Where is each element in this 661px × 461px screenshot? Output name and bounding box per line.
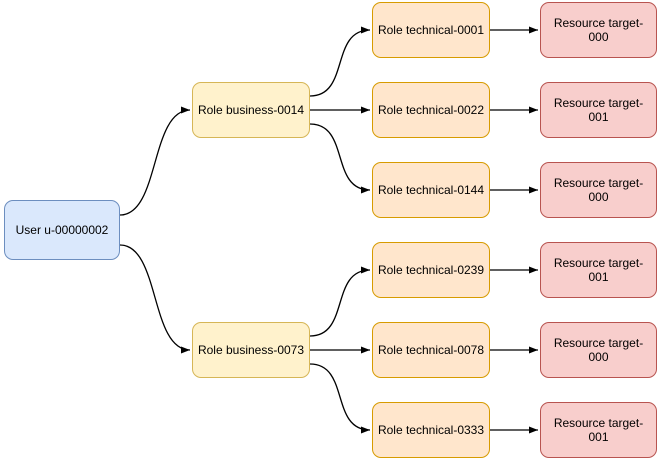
node-r4: Resource target-001 [540, 242, 657, 298]
node-label: Role technical-0239 [377, 262, 485, 277]
node-label: Role technical-0001 [377, 22, 485, 37]
edge-b0073-to-t0333 [309, 363, 371, 434]
node-r5: Resource target-000 [540, 322, 657, 378]
node-t0001: Role technical-0001 [372, 2, 490, 58]
node-label: Role business-0073 [197, 342, 305, 357]
node-t0333: Role technical-0333 [372, 402, 490, 458]
edge-b0014-to-t0001 [309, 26, 371, 97]
node-t0078: Role technical-0078 [372, 322, 490, 378]
node-label: Resource target-000 [553, 175, 644, 204]
node-label: Role technical-0022 [377, 102, 485, 117]
node-t0239: Role technical-0239 [372, 242, 490, 298]
node-label: User u-00000002 [15, 222, 109, 237]
node-label: Role technical-0333 [377, 422, 485, 437]
node-user: User u-00000002 [4, 200, 120, 260]
node-label: Role technical-0078 [377, 342, 485, 357]
node-r1: Resource target-000 [540, 2, 657, 58]
node-label: Resource target-000 [553, 335, 644, 364]
node-r2: Resource target-001 [540, 82, 657, 138]
node-label: Resource target-001 [553, 95, 644, 124]
node-r6: Resource target-001 [540, 402, 657, 458]
node-label: Resource target-001 [553, 415, 644, 444]
edge-b0073-to-t0239 [309, 266, 371, 337]
edge-b0014-to-t0144 [309, 123, 371, 194]
node-b0014: Role business-0014 [192, 82, 310, 138]
node-label: Role technical-0144 [377, 182, 485, 197]
node-label: Role business-0014 [197, 102, 305, 117]
node-r3: Resource target-000 [540, 162, 657, 218]
node-b0073: Role business-0073 [192, 322, 310, 378]
edge-user-to-b0073 [119, 244, 191, 354]
node-label: Resource target-000 [553, 15, 644, 44]
edge-user-to-b0014 [119, 106, 191, 216]
node-t0022: Role technical-0022 [372, 82, 490, 138]
node-t0144: Role technical-0144 [372, 162, 490, 218]
node-label: Resource target-001 [553, 255, 644, 284]
